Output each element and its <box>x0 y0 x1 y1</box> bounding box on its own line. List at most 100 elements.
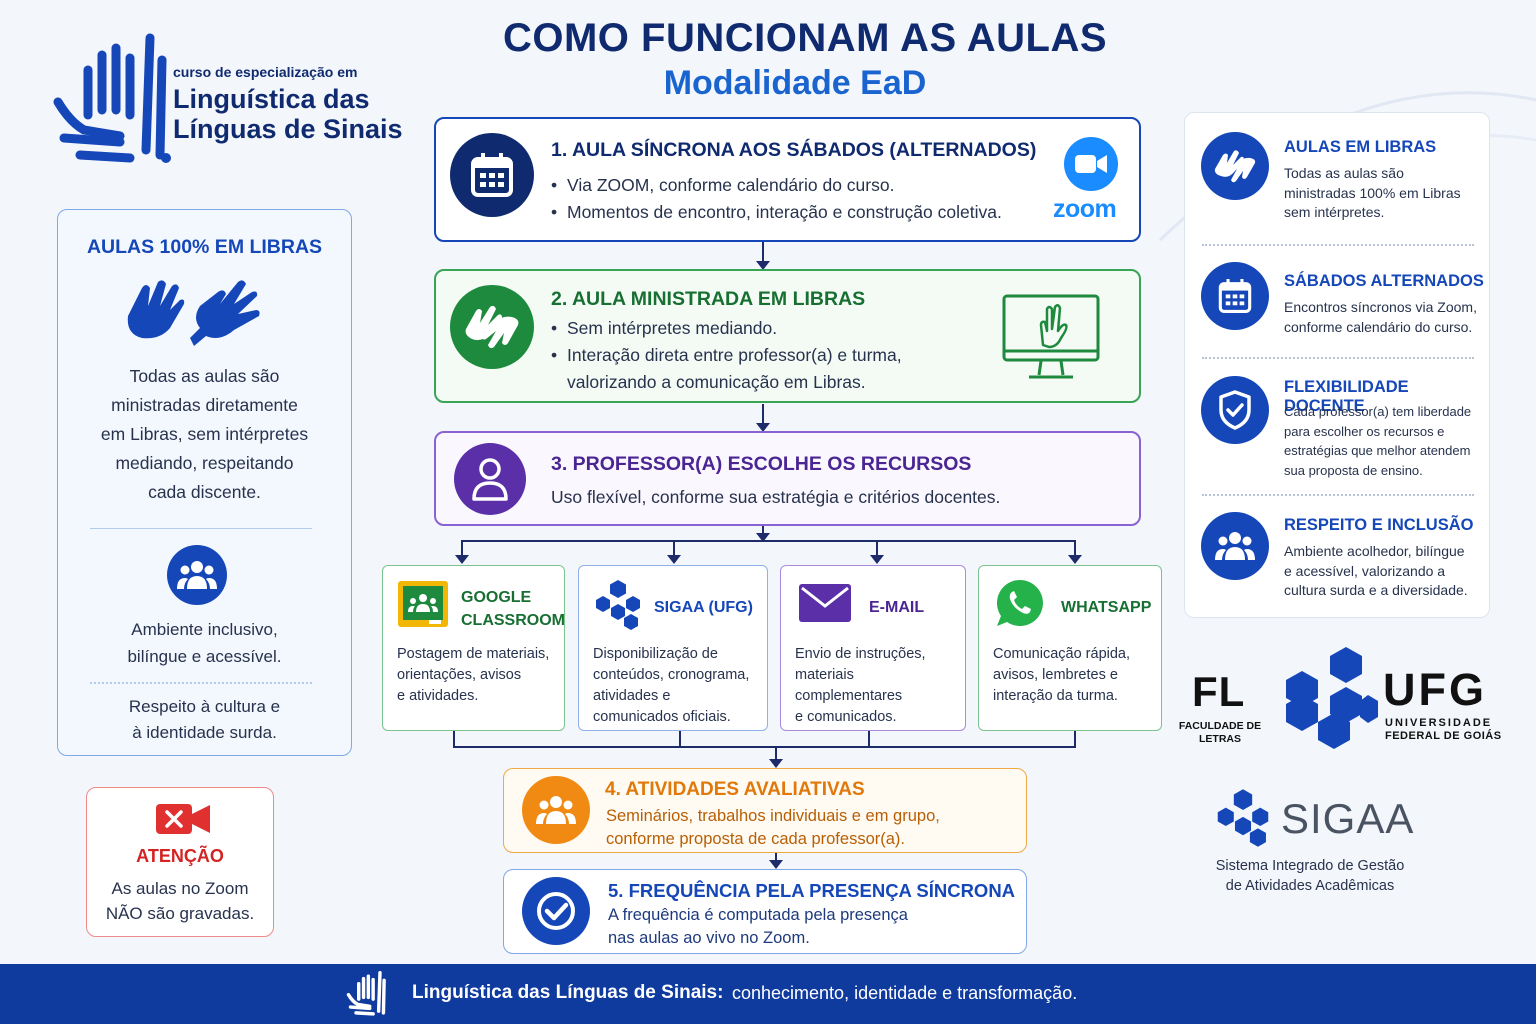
whatsapp-icon <box>996 580 1043 626</box>
divider <box>1202 494 1474 496</box>
ufg-hexagons-icon <box>1286 647 1378 749</box>
libras-panel: AULAS 100% EM LIBRAS Todas as aulas são … <box>57 209 352 756</box>
logo-line3: Línguas de Sinais <box>173 114 403 144</box>
step-3-text: Uso flexível, conforme sua estratégia e … <box>551 487 1001 507</box>
footer-tagline: conhecimento, identidade e transformação… <box>732 983 1078 1003</box>
highlight-inclusion-desc: Ambiente acolhedor, bilíngue e acessível… <box>1284 543 1468 598</box>
camera-off-icon <box>156 804 210 834</box>
step-2-bullets: Sem intérpretes mediando. Interação dire… <box>551 315 902 396</box>
flow-connector <box>679 731 681 747</box>
highlight-flexibility-title: FLEXIBILIDADE DOCENTE <box>1284 378 1409 415</box>
step-1-title: 1. AULA SÍNCRONA AOS SÁBADOS (ALTERNADOS… <box>551 139 1037 161</box>
divider <box>90 528 312 529</box>
step-4-title: 4. ATIVIDADES AVALIATIVAS <box>605 779 865 800</box>
highlight-libras-desc: Todas as aulas são ministradas 100% em L… <box>1284 165 1461 220</box>
step-3-title: 3. PROFESSOR(A) ESCOLHE OS RECURSOS <box>551 453 972 475</box>
sigaa-logo-icon <box>1217 789 1269 847</box>
flow-arrow <box>667 540 681 564</box>
sigaa-hexagons-icon <box>596 580 640 630</box>
highlight-inclusion-title: RESPEITO E INCLUSÃO <box>1284 516 1474 534</box>
libras-panel-title: AULAS 100% EM LIBRAS <box>86 236 323 258</box>
page-subtitle: Modalidade EaD <box>663 64 927 102</box>
step-5-card: 5. FREQUÊNCIA PELA PRESENÇA SÍNCRONA A f… <box>503 869 1027 954</box>
step-2-title: 2. AULA MINISTRADA EM LIBRAS <box>551 288 866 310</box>
tool-whatsapp-title: WHATSAPP <box>1061 599 1152 616</box>
flow-arrow <box>769 746 783 768</box>
group-icon <box>522 776 590 844</box>
step-4-text: Seminários, trabalhos individuais e em g… <box>606 807 940 848</box>
attention-card: ATENÇÃO As aulas no Zoom NÃO são gravada… <box>86 787 274 937</box>
step-1-bullets: Via ZOOM, conforme calendário do curso. … <box>551 172 1002 226</box>
hands-icon <box>450 285 534 369</box>
tool-sigaa: SIGAA (UFG) Disponibilização de conteúdo… <box>578 565 768 731</box>
people-icon <box>1201 512 1269 580</box>
flow-connector <box>1074 731 1076 747</box>
footer-bar: Linguística das Línguas de Sinais: conhe… <box>0 964 1536 1024</box>
zoom-wordmark: zoom <box>1053 195 1117 223</box>
flow-arrow <box>455 540 469 564</box>
highlight-saturdays-desc: Encontros síncronos via Zoom, conforme c… <box>1284 299 1477 335</box>
divider <box>90 682 312 684</box>
attention-title: ATENÇÃO <box>136 846 224 866</box>
tool-whatsapp: WHATSAPP Comunicação rápida, avisos, lem… <box>978 565 1162 731</box>
tool-email-desc: Envio de instruções, materiais complemen… <box>795 646 926 725</box>
tool-classroom-desc: Postagem de materiais, orientações, avis… <box>397 646 550 704</box>
tool-email: E-MAIL Envio de instruções, materiais co… <box>780 565 966 731</box>
step-5-title: 5. FREQUÊNCIA PELA PRESENÇA SÍNCRONA <box>608 880 1016 901</box>
ufg-name: UNIVERSIDADE FEDERAL DE GOIÁS <box>1385 717 1502 742</box>
course-logo <box>50 30 180 170</box>
envelope-icon <box>799 584 851 622</box>
fl-name: FACULDADE DE LETRAS <box>1178 720 1262 745</box>
flow-connector <box>461 540 1076 542</box>
inclusive-text: Ambiente inclusivo, bilíngue e acessível… <box>127 620 282 666</box>
divider <box>1202 244 1474 246</box>
respect-text: Respeito à cultura e à identidade surda. <box>128 697 281 742</box>
footer-brand: Linguística das Línguas de Sinais: <box>412 982 724 1003</box>
people-icon <box>167 545 227 605</box>
step-1-card: 1. AULA SÍNCRONA AOS SÁBADOS (ALTERNADOS… <box>434 117 1141 242</box>
libras-panel-text: Todas as aulas são ministradas diretamen… <box>100 366 309 502</box>
monitor-sign-icon <box>1002 294 1100 379</box>
hands-icon <box>1201 132 1269 200</box>
highlight-saturdays-title: SÁBADOS ALTERNADOS <box>1284 272 1484 290</box>
step-2-card: 2. AULA MINISTRADA EM LIBRAS Sem intérpr… <box>434 269 1141 403</box>
flow-arrow <box>769 853 783 869</box>
shield-icon <box>1201 376 1269 444</box>
highlight-flexibility-desc: Cada professor(a) tem liberdade para esc… <box>1284 404 1472 478</box>
signing-hands-icon <box>127 280 260 346</box>
logo-kicker: curso de especialização em <box>173 64 358 80</box>
ufg-logo: UFG <box>1383 664 1487 715</box>
teacher-icon <box>454 443 526 515</box>
tool-classroom-title: GOOGLE CLASSROOM <box>461 589 565 629</box>
flow-connector <box>868 731 870 747</box>
sigaa-name: Sistema Integrado de Gestão de Atividade… <box>1215 858 1405 894</box>
tool-sigaa-desc: Disponibilização de conteúdos, cronogram… <box>593 646 750 725</box>
flow-arrow <box>756 404 770 432</box>
flow-arrow <box>756 242 770 270</box>
zoom-camera-icon <box>1064 137 1118 191</box>
flow-connector <box>756 526 770 542</box>
flow-connector <box>453 746 1076 748</box>
tool-classroom: GOOGLE CLASSROOM Postagem de materiais, … <box>382 565 565 731</box>
flow-arrow <box>870 540 884 564</box>
step-5-text: A frequência é computada pela presença n… <box>608 906 908 947</box>
divider <box>1202 357 1474 359</box>
attention-text: As aulas no Zoom NÃO são gravadas. <box>105 879 255 923</box>
highlight-libras-title: AULAS EM LIBRAS <box>1284 138 1437 156</box>
hand-logo-icon <box>53 33 171 163</box>
calendar-icon <box>450 133 534 217</box>
calendar-icon <box>1201 262 1269 330</box>
tool-email-title: E-MAIL <box>869 599 925 616</box>
sigaa-logo: SIGAA <box>1281 795 1415 842</box>
flow-arrow <box>1068 540 1082 564</box>
tool-whatsapp-desc: Comunicação rápida, avisos, lembretes e … <box>993 646 1131 704</box>
step-3-card: 3. PROFESSOR(A) ESCOLHE OS RECURSOS Uso … <box>434 431 1141 526</box>
hand-logo-icon <box>346 971 386 1016</box>
google-classroom-icon <box>398 581 448 627</box>
check-icon <box>522 877 590 945</box>
page-title: COMO FUNCIONAM AS AULAS <box>502 16 1108 60</box>
tool-sigaa-title: SIGAA (UFG) <box>654 599 753 616</box>
logo-line2: Linguística das <box>173 84 370 114</box>
flow-connector <box>453 731 455 747</box>
step-4-card: 4. ATIVIDADES AVALIATIVAS Seminários, tr… <box>503 768 1027 853</box>
